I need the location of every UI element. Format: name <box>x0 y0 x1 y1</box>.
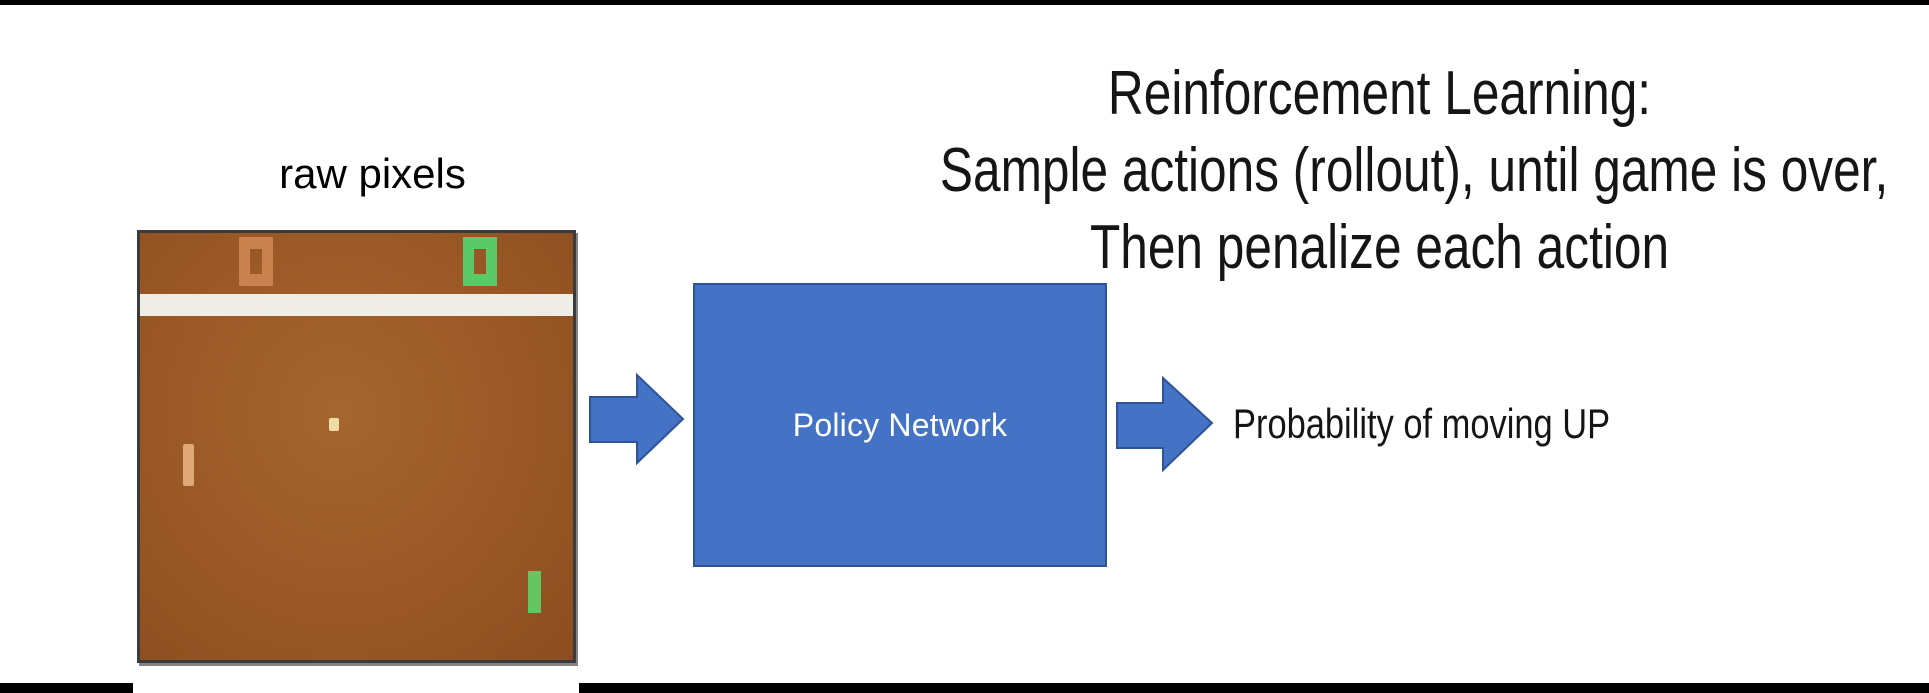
slide-title: Reinforcement Learning: Sample actions (… <box>939 55 1889 286</box>
policy-network-label: Policy Network <box>792 406 1008 443</box>
title-line-3: Then penalize each action <box>1089 213 1670 282</box>
input-arrow-icon <box>589 372 685 466</box>
bottom-black-bar <box>0 683 1929 693</box>
pong-score-right-zero <box>463 237 497 286</box>
pong-top-wall <box>140 294 573 316</box>
pong-score-left-zero <box>239 237 273 286</box>
pong-right-paddle <box>528 571 541 613</box>
policy-network-box: Policy Network <box>693 283 1107 567</box>
pong-game-screenshot <box>137 230 576 663</box>
pong-ball <box>329 418 339 431</box>
raw-pixels-caption: raw pixels <box>279 150 466 197</box>
probability-output-label: Probability of moving UP <box>1233 400 1611 447</box>
top-black-bar <box>0 0 1929 5</box>
title-line-1: Reinforcement Learning: <box>1107 59 1652 128</box>
output-arrow-icon <box>1116 375 1214 473</box>
title-line-2: Sample actions (rollout), until game is … <box>939 136 1889 205</box>
pong-left-paddle <box>183 444 194 486</box>
